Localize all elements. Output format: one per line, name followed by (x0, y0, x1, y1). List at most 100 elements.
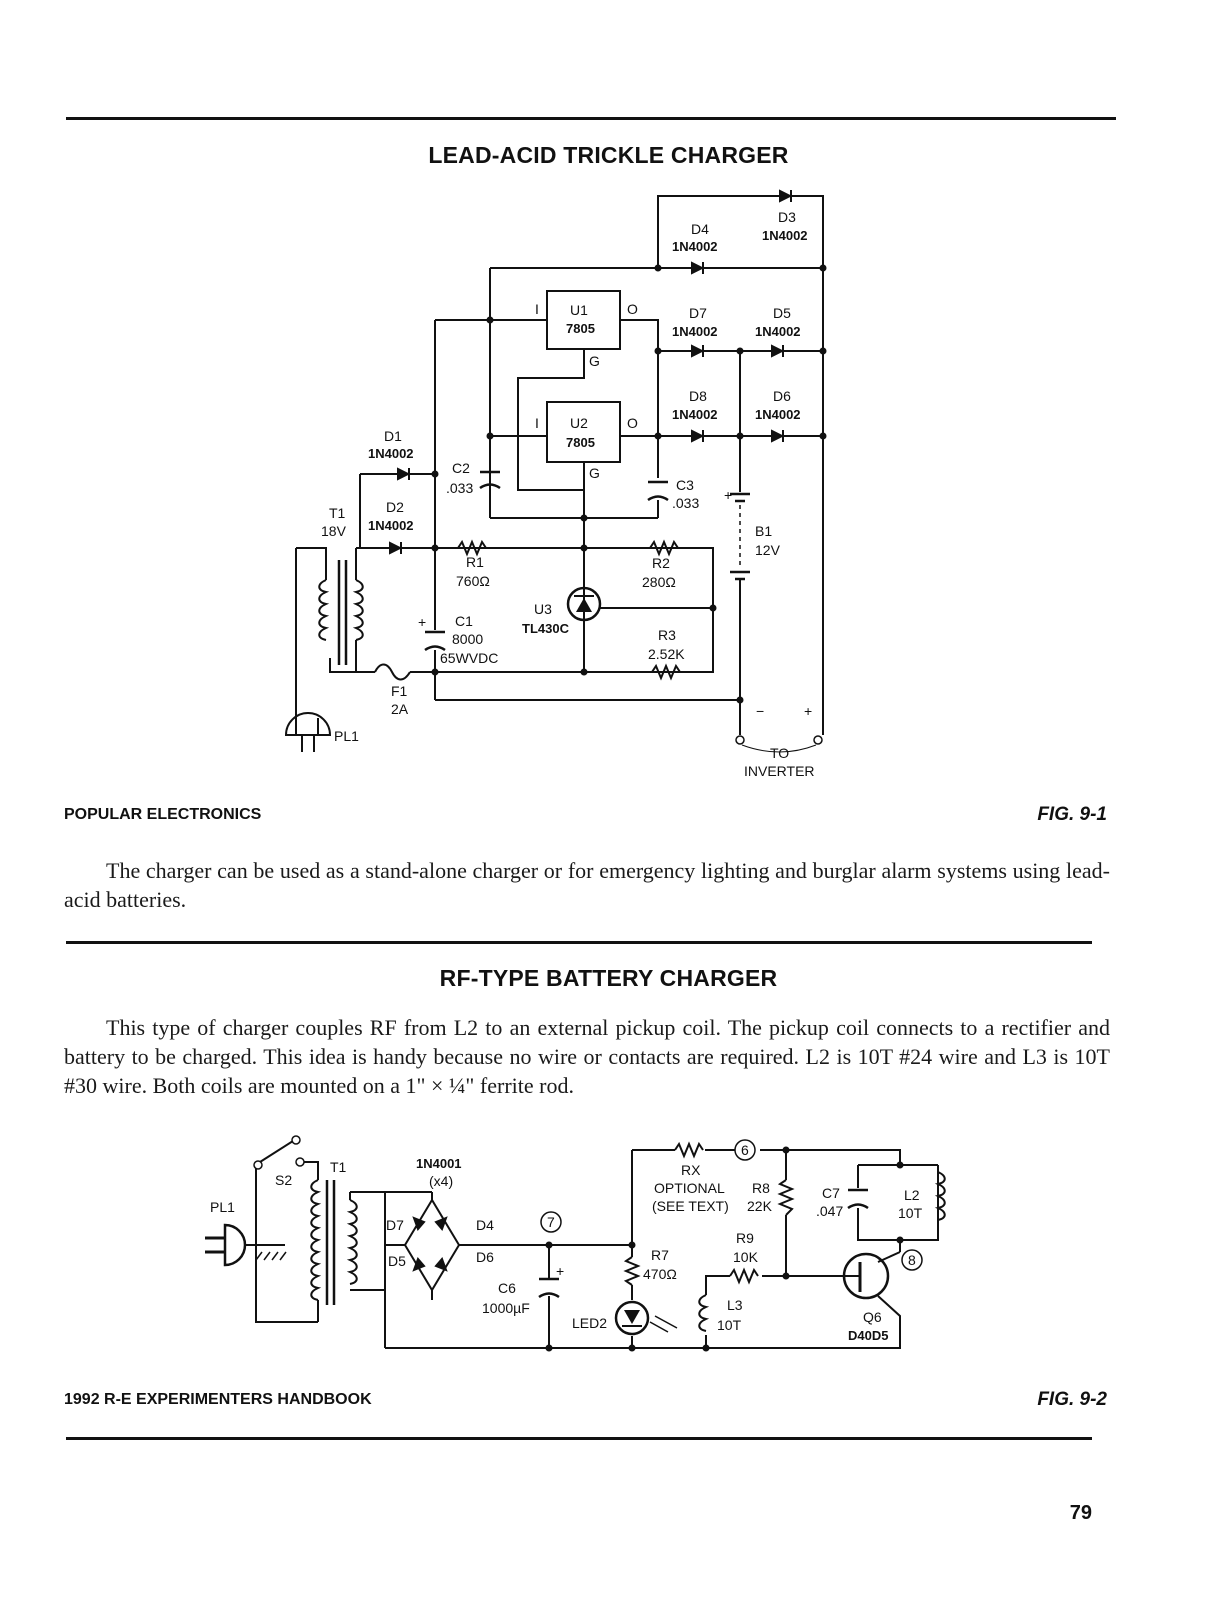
fig1-c2-label: C2 (452, 460, 470, 476)
fig1-u2-pin-i: I (535, 415, 539, 431)
fig2-d4-label: D4 (476, 1217, 494, 1233)
fig1-u3-label: U3 (534, 601, 552, 617)
top-rule (66, 117, 1116, 120)
fig1-d5-label: D5 (773, 305, 791, 321)
mid-rule (66, 941, 1092, 944)
fig1-out-plus: + (804, 703, 812, 719)
fig1-u1-pin-g: G (589, 353, 600, 369)
fig2-r9-value: 10K (733, 1249, 759, 1265)
fig2-r8-value: 22K (747, 1198, 773, 1214)
fig1-d7-part: 1N4002 (672, 324, 718, 339)
fig1-pl1-label: PL1 (334, 728, 359, 744)
fig2-rx-see-text: (SEE TEXT) (652, 1198, 729, 1214)
fig1-inverter-label: INVERTER (744, 763, 815, 779)
fig1-d8-label: D8 (689, 388, 707, 404)
page-number: 79 (1069, 1502, 1092, 1524)
fig2-d6-label: D6 (476, 1249, 494, 1265)
fig1-d1-part: 1N4002 (368, 446, 414, 461)
fig1-d8-part: 1N4002 (672, 407, 718, 422)
fig1-out-minus: − (756, 703, 764, 719)
fig1-c3-label: C3 (676, 477, 694, 493)
fig2-r7-value: 470Ω (643, 1266, 677, 1282)
bottom-rule (66, 1437, 1092, 1440)
fig1-c1-value: 8000 (452, 631, 483, 647)
fig1-description: The charger can be used as a stand-alone… (64, 858, 1110, 912)
fig2-t1-label: T1 (330, 1159, 347, 1175)
fig1-u3-part: TL430C (522, 621, 570, 636)
fig1-d1-label: D1 (384, 428, 402, 444)
fig2-q6-label: Q6 (863, 1309, 882, 1325)
fig1-r3-value: 2.52K (648, 646, 685, 662)
fig1-c1-plus: + (418, 614, 426, 630)
fig1-to-label: TO (770, 745, 789, 761)
fig1-c1-rating: 65WVDC (440, 650, 498, 666)
fig2-q6-part: D40D5 (848, 1328, 888, 1343)
fig2-s2-label: S2 (275, 1172, 292, 1188)
fig2-l2-value: 10T (898, 1205, 923, 1221)
fig1-r1-label: R1 (466, 554, 484, 570)
fig2-l3-label: L3 (727, 1297, 743, 1313)
fig2-d5-label: D5 (388, 1253, 406, 1269)
fig2-node-7: 7 (547, 1214, 555, 1230)
fig1-t1-label: T1 (329, 505, 346, 521)
fig1-d2-label: D2 (386, 499, 404, 515)
fig2-c6-label: C6 (498, 1280, 516, 1296)
fig2-pl1-label: PL1 (210, 1199, 235, 1215)
fig2-led2-label: LED2 (572, 1315, 607, 1331)
fig1-r2-label: R2 (652, 555, 670, 571)
fig2-source: 1992 R-E EXPERIMENTERS HANDBOOK (64, 1391, 372, 1408)
fig2-l2-label: L2 (904, 1187, 920, 1203)
fig1-d4-part: 1N4002 (672, 239, 718, 254)
fig2-rx-optional: OPTIONAL (654, 1180, 725, 1196)
fig1-r3-label: R3 (658, 627, 676, 643)
fig2-c7-label: C7 (822, 1185, 840, 1201)
fig1-source: POPULAR ELECTRONICS (64, 806, 262, 823)
fig2-r8-label: R8 (752, 1180, 770, 1196)
fig1-c1-label: C1 (455, 613, 473, 629)
fig2-r9-label: R9 (736, 1230, 754, 1246)
fig1-d5-part: 1N4002 (755, 324, 801, 339)
fig2-c7-value: .047 (816, 1203, 843, 1219)
fig1-d4-label: D4 (691, 221, 709, 237)
fig2-label: FIG. 9-2 (1037, 1389, 1107, 1410)
fig2-diodes-part: 1N4001 (416, 1156, 462, 1171)
fig1-d2-part: 1N4002 (368, 518, 414, 533)
fig1-u2-pin-g: G (589, 465, 600, 481)
fig2-d7-label: D7 (386, 1217, 404, 1233)
fig1-u1-label: U1 (570, 302, 588, 318)
fig2-node-6: 6 (741, 1142, 749, 1158)
fig1-d6-part: 1N4002 (755, 407, 801, 422)
fig1-b1-label: B1 (755, 523, 772, 539)
fig1-c3-value: .033 (672, 495, 699, 511)
fig1-u2-pin-o: O (627, 415, 638, 431)
fig1-label: FIG. 9-1 (1037, 804, 1107, 825)
fig1-b1-plus: + (724, 487, 732, 503)
fig1-u2-part: 7805 (566, 435, 595, 450)
fig1-d7-label: D7 (689, 305, 707, 321)
fig2-c6-value: 1000µF (482, 1300, 530, 1316)
fig1-u2-label: U2 (570, 415, 588, 431)
fig2-intro: This type of charger couples RF from L2 … (64, 1015, 1110, 1098)
fig1-r1-value: 760Ω (456, 573, 490, 589)
fig1-d3-label: D3 (778, 209, 796, 225)
fig1-f1-label: F1 (391, 683, 408, 699)
fig1-u1-pin-o: O (627, 301, 638, 317)
fig1-d3-part: 1N4002 (762, 228, 808, 243)
fig1-title: LEAD-ACID TRICKLE CHARGER (428, 142, 789, 168)
fig2-schematic: S2 T1 PL1 1N4001 (x4) D7 D4 D5 D6 7 6 8 … (205, 1135, 946, 1352)
fig2-title: RF-TYPE BATTERY CHARGER (439, 965, 778, 991)
fig1-d6-label: D6 (773, 388, 791, 404)
fig2-rx-label: RX (681, 1162, 701, 1178)
fig1-r2-value: 280Ω (642, 574, 676, 590)
fig2-diodes-count: (x4) (429, 1173, 453, 1189)
fig2-c6-plus: + (556, 1263, 564, 1279)
fig2-node-8: 8 (908, 1252, 916, 1268)
fig1-u1-part: 7805 (566, 321, 595, 336)
fig1-c2-value: .033 (446, 480, 473, 496)
fig2-r7-label: R7 (651, 1247, 669, 1263)
fig1-schematic: D3 1N4002 D4 1N4002 U1 7805 I O G D7 1N4… (284, 189, 827, 779)
fig2-l3-value: 10T (717, 1317, 742, 1333)
fig1-f1-value: 2A (391, 701, 409, 717)
fig1-u1-pin-i: I (535, 301, 539, 317)
fig1-t1-value: 18V (321, 523, 347, 539)
